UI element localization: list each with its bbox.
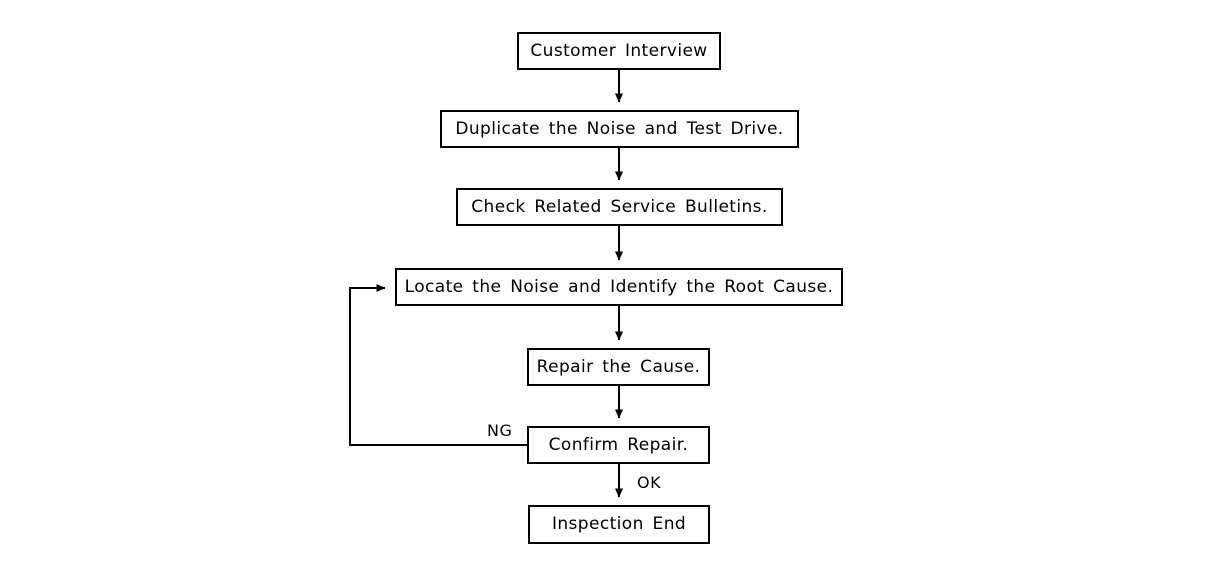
node-label-repair-cause: Repair the Cause. <box>536 356 701 377</box>
node-duplicate-noise-test-drive[interactable]: Duplicate the Noise and Test Drive. <box>440 110 799 148</box>
node-check-service-bulletins[interactable]: Check Related Service Bulletins. <box>456 188 783 226</box>
node-locate-noise-root-cause[interactable]: Locate the Noise and Identify the Root C… <box>395 268 843 306</box>
node-label-locate-noise-root-cause: Locate the Noise and Identify the Root C… <box>404 276 834 297</box>
node-label-confirm-repair: Confirm Repair. <box>548 434 689 455</box>
node-inspection-end[interactable]: Inspection End <box>528 505 710 544</box>
node-label-check-service-bulletins: Check Related Service Bulletins. <box>471 196 768 217</box>
connector-ng-feedback-loop <box>349 284 527 446</box>
edge-label-ng: NG <box>487 421 513 440</box>
node-label-customer-interview: Customer Interview <box>530 40 708 61</box>
node-label-duplicate-noise-test-drive: Duplicate the Noise and Test Drive. <box>455 118 784 139</box>
node-label-inspection-end: Inspection End <box>551 514 687 534</box>
edge-label-ok: OK <box>637 473 662 492</box>
node-confirm-repair[interactable]: Confirm Repair. <box>527 426 710 464</box>
node-repair-cause[interactable]: Repair the Cause. <box>527 348 710 386</box>
node-customer-interview[interactable]: Customer Interview <box>517 32 721 70</box>
